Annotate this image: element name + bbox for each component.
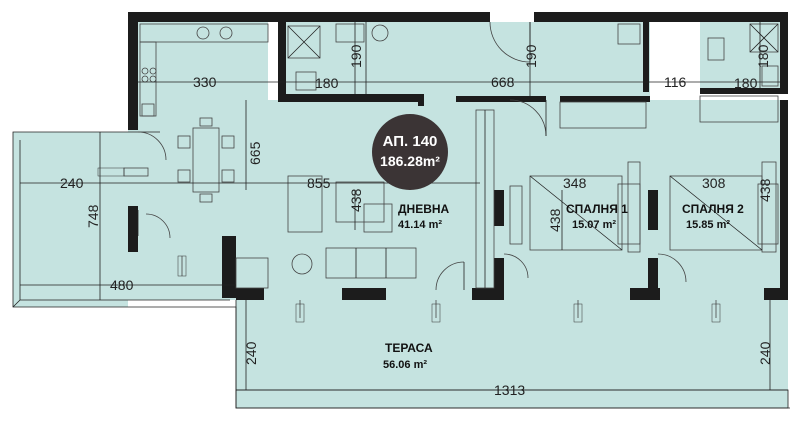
dim-180-bath1: 180 (315, 75, 339, 91)
living-room-area: 41.14 m² (398, 219, 442, 231)
window-annotations (97, 167, 721, 323)
dim-240-terrace-bottom-right: 240 (757, 341, 773, 365)
dim-1313: 1313 (494, 382, 525, 398)
bath1-floor (278, 22, 366, 100)
dim-438-bedroom1: 438 (547, 208, 563, 232)
bedroom1-name: СПАЛНЯ 1 (566, 202, 628, 216)
dim-330: 330 (193, 74, 217, 90)
dim-180-bath2: 180 (734, 75, 758, 91)
living-furniture (235, 175, 465, 291)
walls (128, 12, 788, 300)
floor-areas (13, 22, 788, 408)
dim-190-hall: 190 (523, 44, 539, 68)
bedroom2-floor (650, 100, 788, 300)
room-labels: ДНЕВНА 41.14 m² СПАЛНЯ 1 15.07 m² СПАЛНЯ… (383, 202, 744, 371)
living-room-name: ДНЕВНА (398, 202, 450, 216)
dim-240-terrace-bottom-left: 240 (243, 341, 259, 365)
dimension-labels: 330 180 190 668 190 116 180 180 665 240 … (60, 44, 773, 398)
dining-table (177, 117, 235, 203)
dim-348: 348 (563, 175, 587, 191)
window-markers (181, 256, 717, 318)
beds (529, 175, 779, 251)
badge-total-area: 186.28m² (380, 153, 440, 169)
kitchen-fixtures (128, 23, 269, 161)
bedroom1-area: 15.07 m² (572, 219, 616, 231)
dim-240-terrace-left: 240 (60, 175, 84, 191)
dim-180-bath2-vert: 180 (755, 44, 771, 68)
bedroom2-name: СПАЛНЯ 2 (682, 202, 744, 216)
dim-438-bedroom2: 438 (757, 178, 773, 202)
terrace-name: ТЕРАСА (385, 341, 433, 355)
dim-668: 668 (491, 74, 515, 90)
bedroom1-floor (502, 100, 650, 300)
terrace-area: 56.06 m² (383, 359, 427, 371)
dim-665: 665 (247, 141, 263, 165)
dim-748: 748 (85, 204, 101, 228)
bath2-floor (700, 22, 788, 92)
bathroom2-fixtures (617, 23, 779, 87)
dim-855: 855 (307, 175, 331, 191)
dim-190-bath1: 190 (348, 44, 364, 68)
badge-circle (372, 114, 448, 190)
badge-apartment-number: АП. 140 (383, 133, 438, 150)
dim-116: 116 (664, 74, 687, 90)
bathroom1-fixtures (287, 22, 389, 94)
dim-480: 480 (110, 277, 134, 293)
kitchen-floor (128, 22, 268, 100)
bedroom2-area: 15.85 m² (686, 219, 730, 231)
apartment-badge: АП. 140 186.28m² (372, 114, 448, 190)
terrace-left-floor (13, 132, 128, 307)
dim-308: 308 (702, 175, 726, 191)
dim-438-living: 438 (348, 188, 364, 212)
